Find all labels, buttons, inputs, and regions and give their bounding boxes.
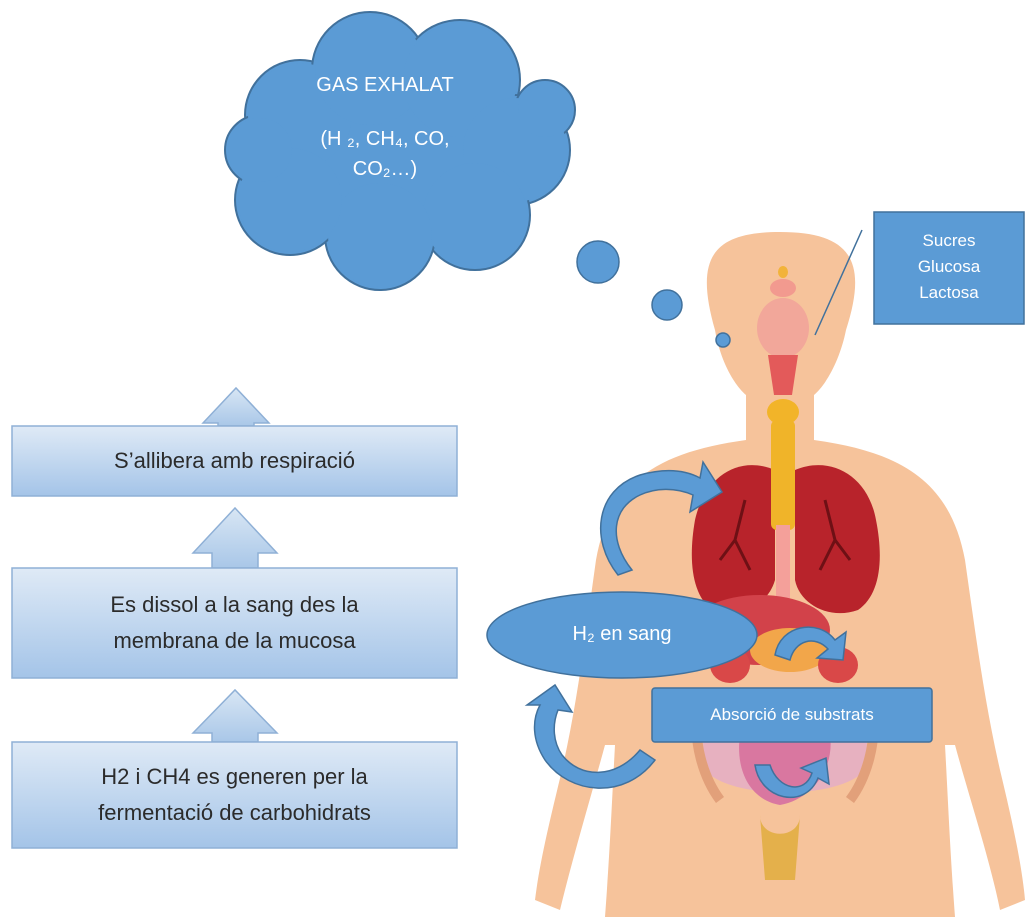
up-arrow-bottom <box>193 690 277 742</box>
step-release: S’allibera amb respiració <box>12 426 457 496</box>
step-release-line-1: S’allibera amb respiració <box>114 446 355 476</box>
cloud-text: GAS EXHALAT (H ₂, CH₄, CO, CO₂…) <box>290 72 480 184</box>
step-dissolve-line-2: membrana de la mucosa <box>113 626 355 656</box>
up-arrow-middle <box>193 508 277 568</box>
body-illustration <box>535 230 1025 917</box>
up-arrow-top <box>203 388 269 426</box>
sugars-text: Sucres Glucosa Lactosa <box>874 228 1024 306</box>
sugars-line-1: Sucres <box>874 228 1024 254</box>
step-dissolve: Es dissol a la sang des la membrana de l… <box>12 568 457 678</box>
cloud-gas-line-2: CO₂…) <box>290 154 480 184</box>
sugars-line-2: Glucosa <box>874 254 1024 280</box>
cloud-title: GAS EXHALAT <box>290 72 480 98</box>
thought-bubbles <box>577 241 730 347</box>
sugars-line-3: Lactosa <box>874 280 1024 306</box>
step-dissolve-line-1: Es dissol a la sang des la <box>110 590 358 620</box>
step-fermentation-line-2: fermentació de carbohidrats <box>98 798 371 828</box>
cloud-gas-line-1: (H ₂, CH₄, CO, <box>290 124 480 154</box>
absorption-label: Absorció de substrats <box>652 702 932 728</box>
h2-blood-label: H₂ en sang <box>487 620 757 648</box>
step-fermentation: H2 i CH4 es generen per la fermentació d… <box>12 742 457 848</box>
step-fermentation-line-1: H2 i CH4 es generen per la <box>101 762 368 792</box>
